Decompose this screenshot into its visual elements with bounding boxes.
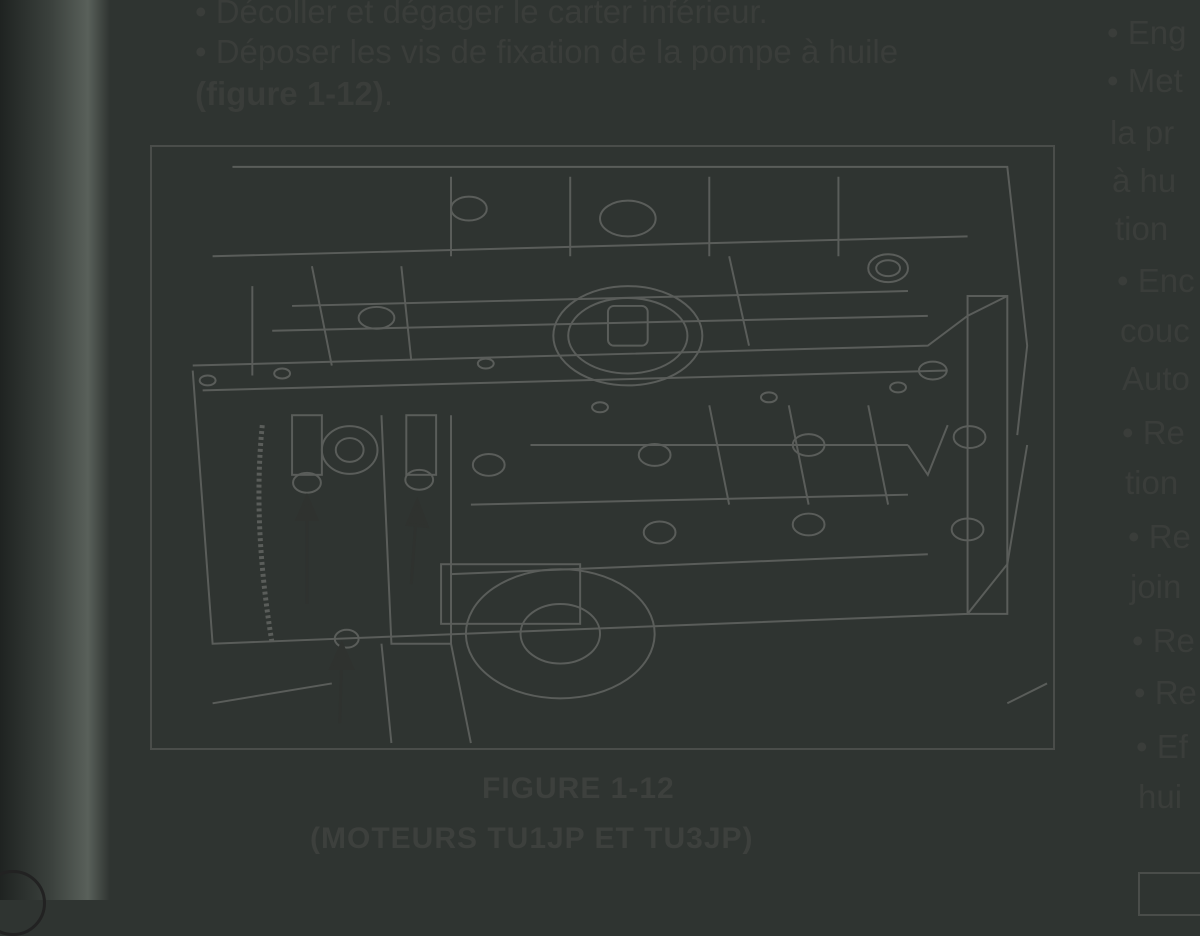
right-fragment: • Re xyxy=(1132,622,1195,659)
right-fragment: • Enc xyxy=(1117,262,1195,299)
engine-block-illustration xyxy=(191,165,1048,744)
figure-caption-subtitle: (MOTEURS TU1JP ET TU3JP) xyxy=(310,822,754,855)
right-fragment: • Met xyxy=(1107,62,1183,99)
figure-reference-suffix: . xyxy=(383,75,394,112)
engine-block-figure xyxy=(150,145,1055,750)
right-fragment: • Ef xyxy=(1136,728,1188,765)
page-edge-shadow xyxy=(0,0,110,900)
right-fragment: join xyxy=(1130,568,1182,605)
right-fragment: la pr xyxy=(1110,114,1175,151)
right-fragment: à hu xyxy=(1112,162,1177,199)
figure-reference: (figure 1-12) xyxy=(195,75,384,112)
instruction-line-2: • Déposer les vis de fixation de la pomp… xyxy=(195,33,899,70)
right-fragment: tion xyxy=(1125,464,1179,501)
right-fragment: couc xyxy=(1120,312,1190,349)
instruction-line-1: • Décoller et dégager le carter inférieu… xyxy=(195,0,768,30)
instruction-line-3: (figure 1-12). xyxy=(195,74,393,114)
right-fragment: tion xyxy=(1115,210,1169,247)
right-fragment: • Eng xyxy=(1107,14,1187,51)
right-fragment: • Re xyxy=(1128,518,1191,555)
footer-box xyxy=(1138,872,1200,916)
figure-caption-title: FIGURE 1-12 xyxy=(482,772,675,805)
right-fragment: Auto xyxy=(1122,360,1190,397)
right-fragment: • Re xyxy=(1134,674,1197,711)
right-fragment: hui xyxy=(1138,778,1183,815)
right-fragment: • Re xyxy=(1122,414,1185,451)
